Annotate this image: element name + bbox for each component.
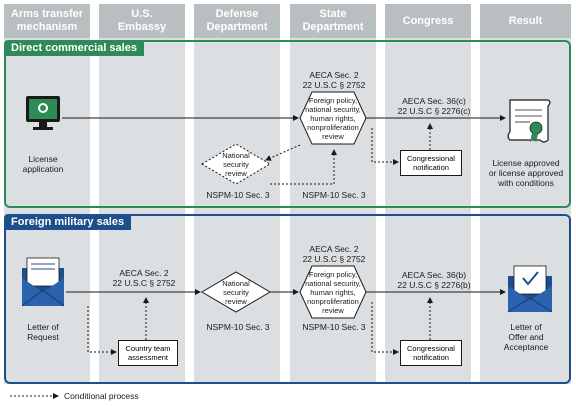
fms-dotted-to-congress (371, 302, 399, 355)
column-header-congress: Congress (385, 4, 471, 38)
column-header-state: State Department (290, 4, 376, 38)
fms-aeca-36-label: AECA Sec. 36(b) 22 U.S.C § 2276(b) (397, 270, 471, 290)
column-bg-embassy (99, 4, 185, 384)
fms-country-team-box: Country team assessment (118, 340, 178, 366)
column-header-embassy: U.S. Embassy (99, 4, 185, 38)
fms-result-label: Letter of Offer and Acceptance (503, 322, 549, 352)
dcs-nspm-left: NSPM-10 Sec. 3 (206, 190, 270, 200)
fms-congress-box: Congressional notification (400, 340, 462, 366)
column-bg-result (480, 4, 571, 384)
column-header-defense: Defense Department (194, 4, 280, 38)
dcs-state-review-text: Foreign policy, national security, human… (305, 96, 361, 141)
column-header-result: Result (480, 4, 571, 38)
column-bg-mechanism (4, 4, 90, 384)
dcs-start-label: License application (22, 154, 64, 174)
fms-national-security-text: National security review (222, 279, 250, 306)
dcs-aeca-sec2-label: AECA Sec. 2 22 U.S.C § 2752 (302, 70, 366, 90)
dcs-result-label: License approved or license approved wit… (488, 158, 564, 188)
dcs-title: Direct commercial sales (4, 40, 144, 56)
fms-start-label: Letter of Request (27, 322, 59, 342)
dcs-congress-box: Congressional notification (400, 150, 462, 176)
dcs-nspm-right: NSPM-10 Sec. 3 (302, 190, 366, 200)
fms-nspm-dod: NSPM-10 Sec. 3 (206, 322, 270, 332)
dcs-dotted-back-to-state (270, 149, 337, 185)
fms-dotted-to-country-team (87, 306, 117, 355)
certificate-icon (507, 99, 551, 143)
column-bg-defense (194, 4, 280, 384)
fms-nspm-state: NSPM-10 Sec. 3 (302, 322, 366, 332)
computer-icon (26, 96, 60, 130)
column-bg-state (290, 4, 376, 384)
column-header-mechanism: Arms transfer mechanism (4, 4, 90, 38)
envelope-icon (21, 257, 65, 307)
fms-state-review-text: Foreign policy, national security, human… (305, 270, 361, 315)
dcs-dotted-to-dod (265, 144, 301, 161)
fms-panel (4, 214, 571, 384)
dcs-national-security-diamond (201, 143, 271, 185)
column-bg-congress (385, 4, 471, 384)
legend-conditional-label: Conditional process (64, 391, 139, 401)
fms-state-aeca-sec2-label: AECA Sec. 2 22 U.S.C § 2752 (302, 244, 366, 264)
dcs-national-security-text: National security review (222, 151, 250, 178)
dcs-dotted-to-congress (371, 128, 399, 165)
dcs-aeca-36-label: AECA Sec. 36(c) 22 U.S.C § 2276(c) (397, 96, 471, 116)
open-envelope-icon (507, 265, 553, 313)
dcs-panel (4, 40, 571, 208)
fms-aeca-sec2-label: AECA Sec. 2 22 U.S.C § 2752 (112, 268, 176, 288)
fms-title: Foreign military sales (4, 214, 132, 230)
